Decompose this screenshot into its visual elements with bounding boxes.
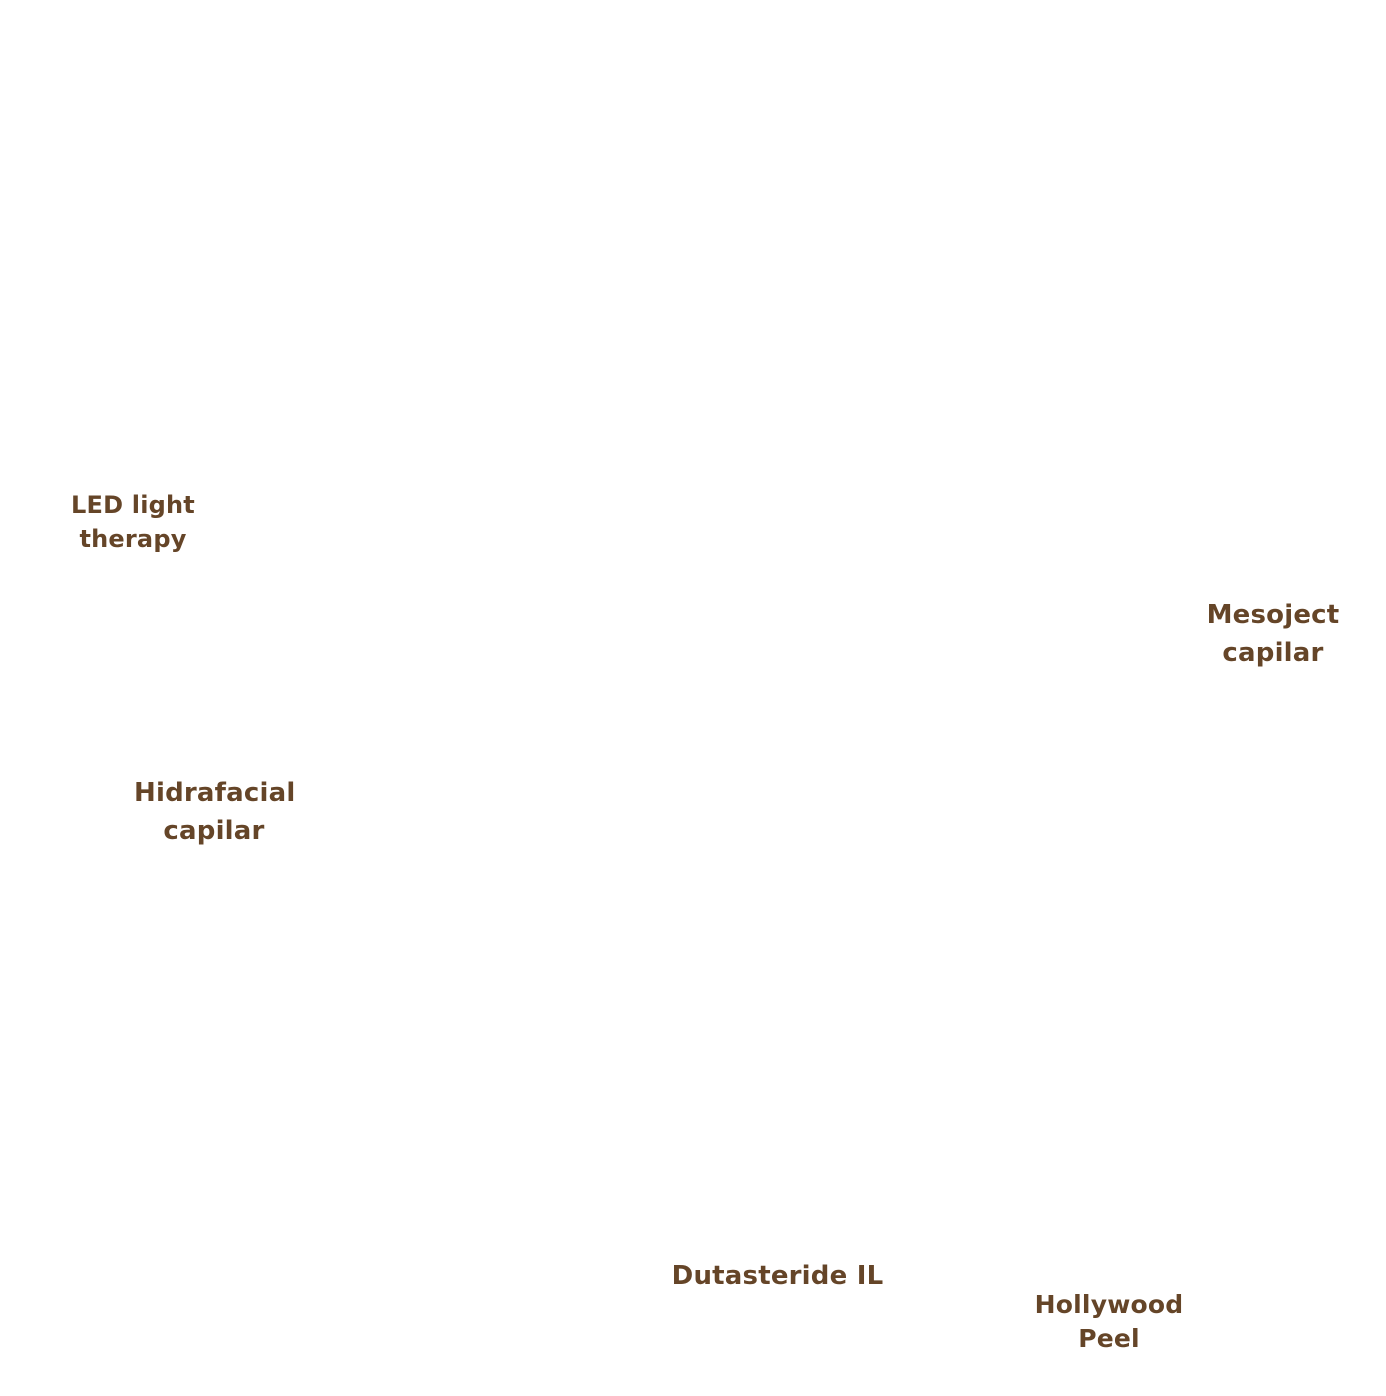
treatment-label-mesoject-capilar: Mesoject capilar [1198, 596, 1348, 672]
treatment-label-line: Peel [1078, 1324, 1140, 1353]
treatment-label-dutasteride-il: Dutasteride IL [670, 1258, 885, 1294]
treatment-label-led-light-therapy: LED light therapy [58, 488, 208, 556]
treatment-label-line: LED light [71, 491, 195, 519]
treatment-label-line: Hollywood [1034, 1290, 1184, 1319]
treatment-label-line: therapy [79, 525, 187, 553]
treatment-label-line: capilar [163, 816, 265, 846]
treatment-label-line: Hidrafacial [134, 778, 296, 808]
treatment-label-line: capilar [1222, 638, 1324, 668]
treatment-label-hidrafacial-capilar: Hidrafacial capilar [134, 774, 296, 850]
treatment-label-hollywood-peel: Hollywood Peel [1028, 1288, 1190, 1356]
treatment-label-line: Dutasteride IL [671, 1261, 884, 1291]
treatment-label-line: Mesoject [1206, 600, 1340, 630]
